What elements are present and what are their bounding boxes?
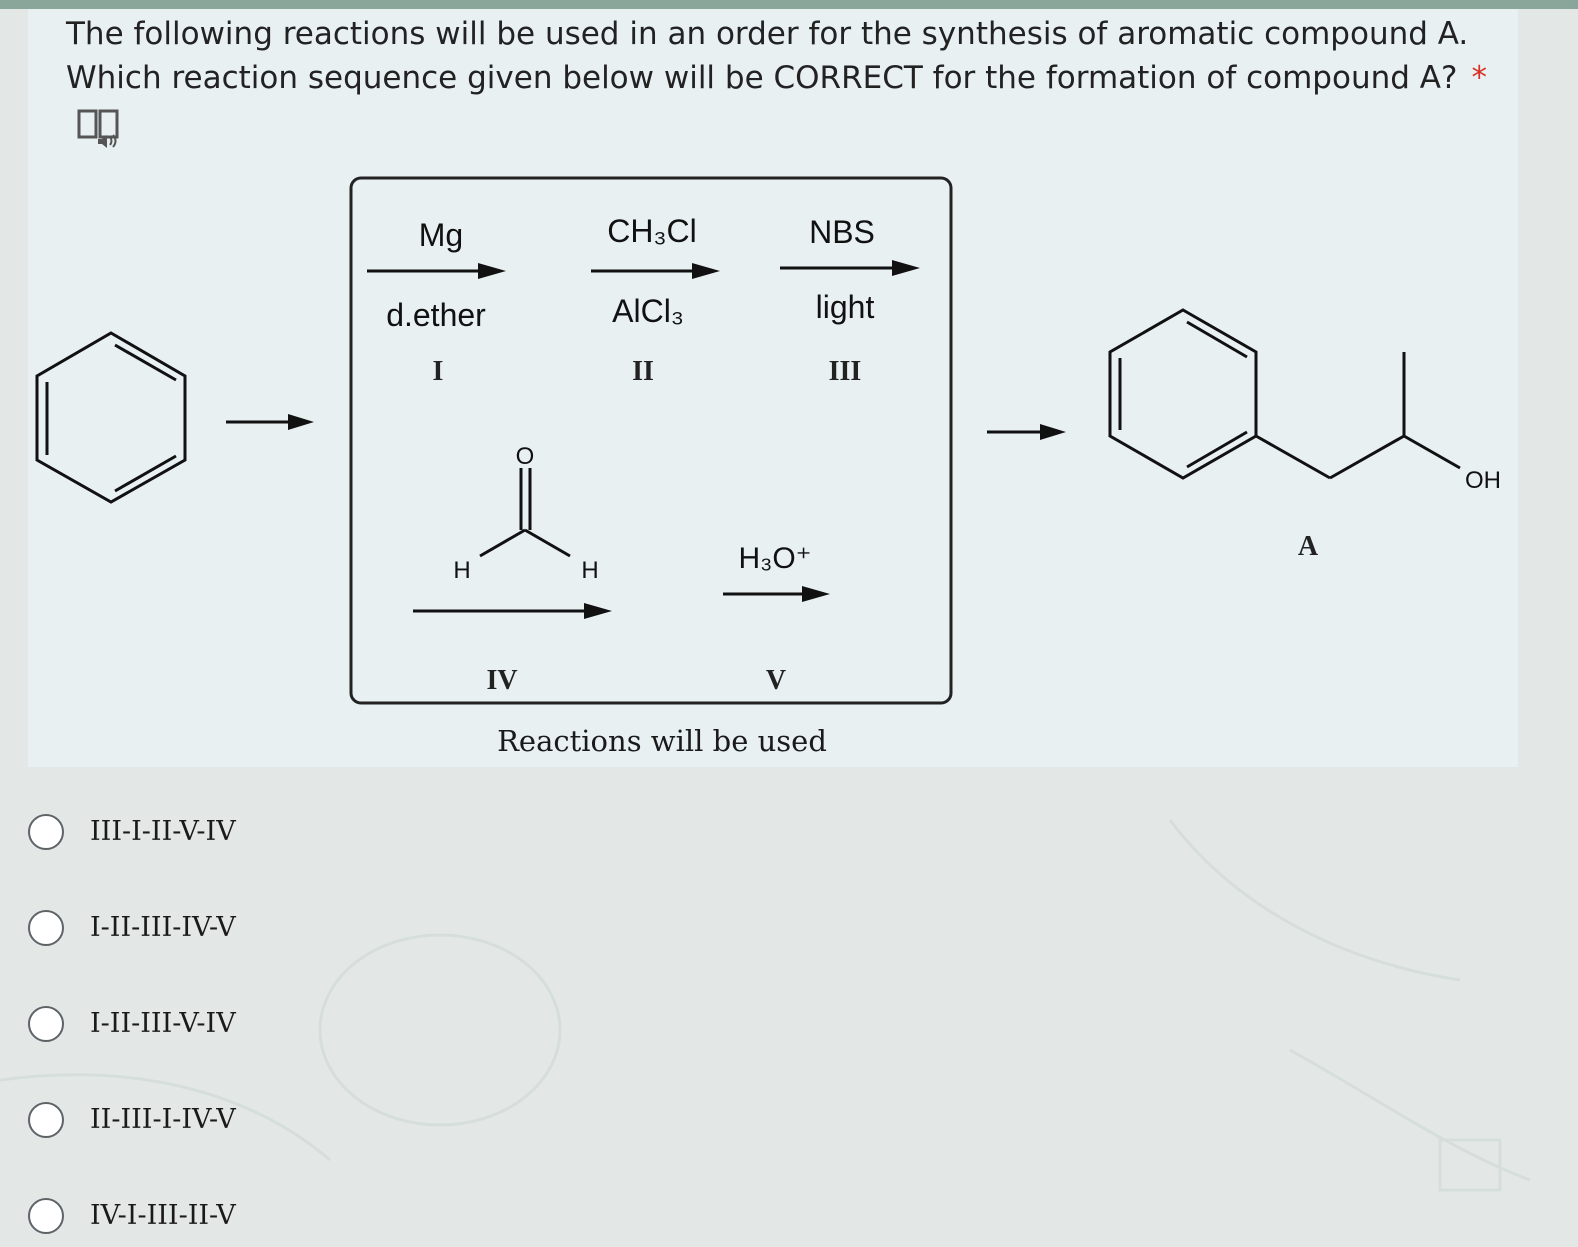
step1-arrow-head <box>478 263 506 279</box>
radio-button[interactable] <box>28 1006 64 1042</box>
question-line-2: Which reaction sequence given below will… <box>66 56 1536 100</box>
option-1[interactable]: III-I-II-V-IV <box>28 812 428 858</box>
question-card <box>28 9 1518 767</box>
benzene-structure <box>35 331 187 504</box>
option-5[interactable]: IV-I-III-II-V <box>28 1196 428 1242</box>
read-aloud-icon[interactable] <box>76 108 122 150</box>
question-line-2-text: Which reaction sequence given below will… <box>66 60 1458 96</box>
arrow-to-box-head <box>288 414 314 430</box>
step2-reagent-bottom: AlCl₃ <box>612 293 684 329</box>
step3-numeral: III <box>829 356 862 387</box>
option-label: I-II-III-IV-V <box>90 912 236 943</box>
arrow-to-product-head <box>1040 424 1066 440</box>
step5-reagent-top: H₃O⁺ <box>738 542 811 575</box>
step3-reagent-top: NBS <box>809 214 875 250</box>
option-label: III-I-II-V-IV <box>90 816 236 847</box>
option-label: II-III-I-IV-V <box>90 1104 236 1135</box>
figure-caption: Reactions will be used <box>497 724 827 758</box>
option-3[interactable]: I-II-III-V-IV <box>28 1004 428 1050</box>
question-line-1: The following reactions will be used in … <box>66 16 1469 52</box>
product-label: A <box>1298 531 1319 562</box>
step1-numeral: I <box>433 356 444 387</box>
step4-hydrogen-left: H <box>453 557 470 584</box>
step4-numeral: IV <box>486 665 517 696</box>
radio-button[interactable] <box>28 1198 64 1234</box>
radio-button[interactable] <box>28 814 64 850</box>
option-4[interactable]: II-III-I-IV-V <box>28 1100 428 1146</box>
option-2[interactable]: I-II-III-IV-V <box>28 908 428 954</box>
step3-arrow-head <box>892 260 920 276</box>
step1-reagent-bottom: d.ether <box>386 297 486 333</box>
step4-arrow-head <box>584 603 612 619</box>
step5-numeral: V <box>766 665 786 696</box>
product-oh-label: OH <box>1465 467 1501 494</box>
reactions-box <box>349 176 953 705</box>
product-a-structure <box>1108 308 1461 480</box>
step2-arrow-head <box>692 263 720 279</box>
option-label: I-II-III-V-IV <box>90 1008 236 1039</box>
reaction-figure: Mg d.ether I CH₃Cl AlCl₃ II NBS light II… <box>35 176 1501 705</box>
step4-hydrogen-right: H <box>581 557 598 584</box>
formaldehyde-structure <box>479 468 571 558</box>
step3-reagent-bottom: light <box>816 289 875 325</box>
required-asterisk: * <box>1471 60 1487 96</box>
step1-reagent-top: Mg <box>419 217 463 253</box>
question-text: The following reactions will be used in … <box>66 12 1536 100</box>
step2-numeral: II <box>632 356 654 387</box>
step5-arrow-head <box>802 586 830 602</box>
option-label: IV-I-III-II-V <box>90 1200 236 1231</box>
step4-oxygen: O <box>516 443 535 470</box>
top-strip <box>0 0 1578 9</box>
step2-reagent-top: CH₃Cl <box>607 213 696 249</box>
radio-button[interactable] <box>28 910 64 946</box>
radio-button[interactable] <box>28 1102 64 1138</box>
